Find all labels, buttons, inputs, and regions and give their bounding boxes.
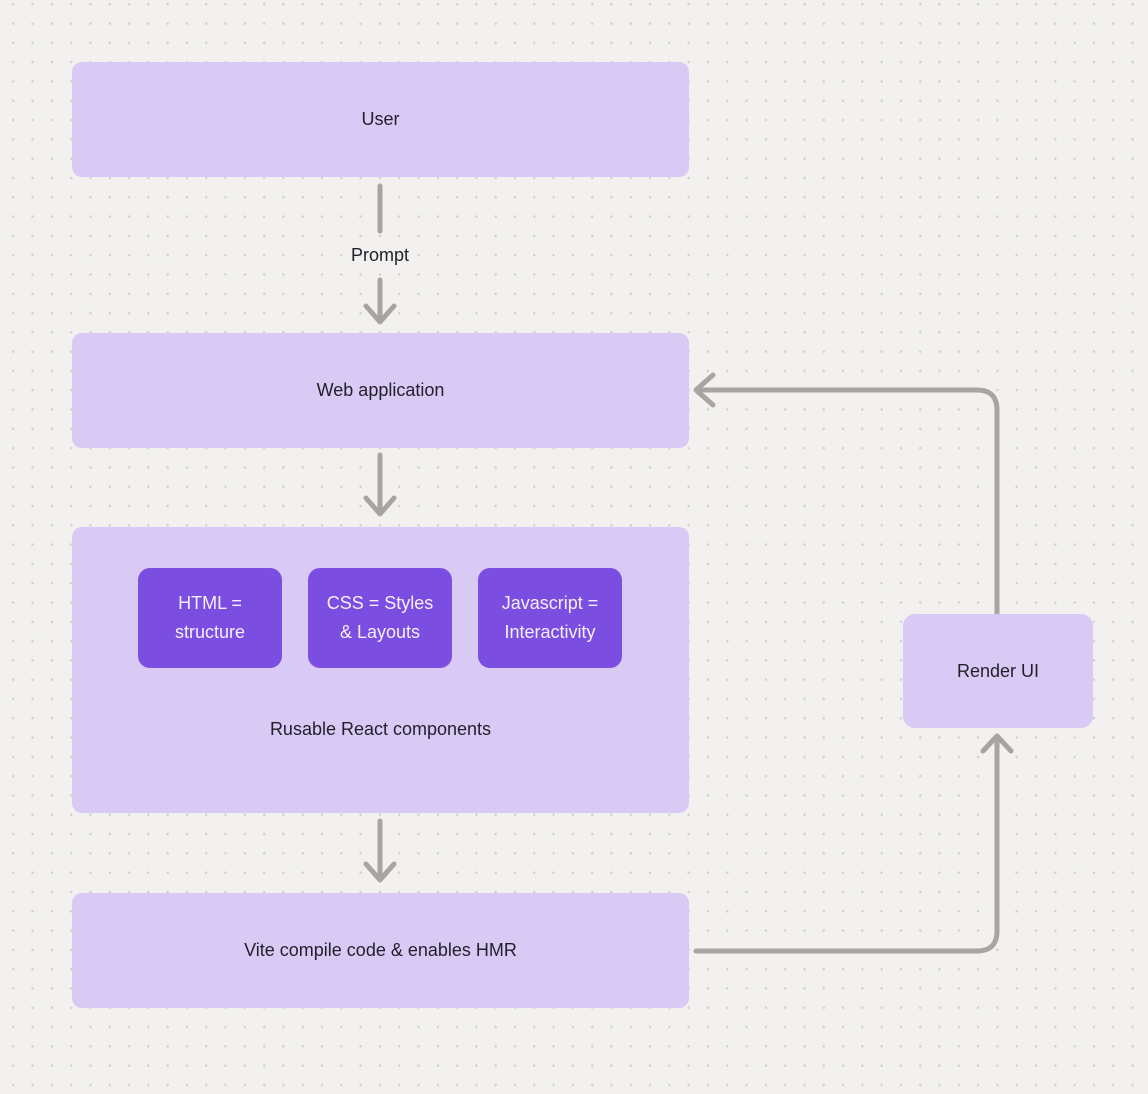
arrow-components-to-vite[interactable]	[363, 818, 397, 883]
group-caption: Rusable React components	[269, 719, 492, 739]
node-react-components-group[interactable]: HTML = structure CSS = Styles & Layouts …	[72, 527, 689, 813]
node-vite[interactable]: Vite compile code & enables HMR	[72, 893, 689, 1008]
arrow-user-to-webapp[interactable]	[363, 183, 397, 325]
card-html-line2: structure	[174, 622, 246, 642]
card-javascript-line1: Javascript =	[501, 593, 599, 613]
node-render-ui-label: Render UI	[956, 660, 1040, 681]
node-web-application[interactable]: Web application	[72, 333, 689, 448]
node-vite-label: Vite compile code & enables HMR	[244, 940, 517, 960]
card-css-line2: & Layouts	[339, 622, 421, 642]
card-html-line1: HTML =	[178, 593, 242, 613]
arrow-renderui-to-webapp[interactable]	[693, 372, 1000, 617]
node-render-ui[interactable]: Render UI	[903, 614, 1093, 728]
arrow-webapp-to-components[interactable]	[363, 452, 397, 517]
card-javascript[interactable]: Javascript = Interactivity	[478, 568, 622, 668]
card-javascript-line2: Interactivity	[504, 622, 596, 642]
card-html[interactable]: HTML = structure	[138, 568, 282, 668]
card-css-line1: CSS = Styles	[326, 593, 434, 613]
arrow-vite-to-renderui[interactable]	[693, 733, 1014, 954]
card-css[interactable]: CSS = Styles & Layouts	[308, 568, 452, 668]
node-user[interactable]: User	[72, 62, 689, 177]
node-user-label: User	[361, 109, 400, 129]
node-web-application-label: Web application	[316, 380, 445, 400]
edge-label-prompt: Prompt	[350, 245, 410, 265]
